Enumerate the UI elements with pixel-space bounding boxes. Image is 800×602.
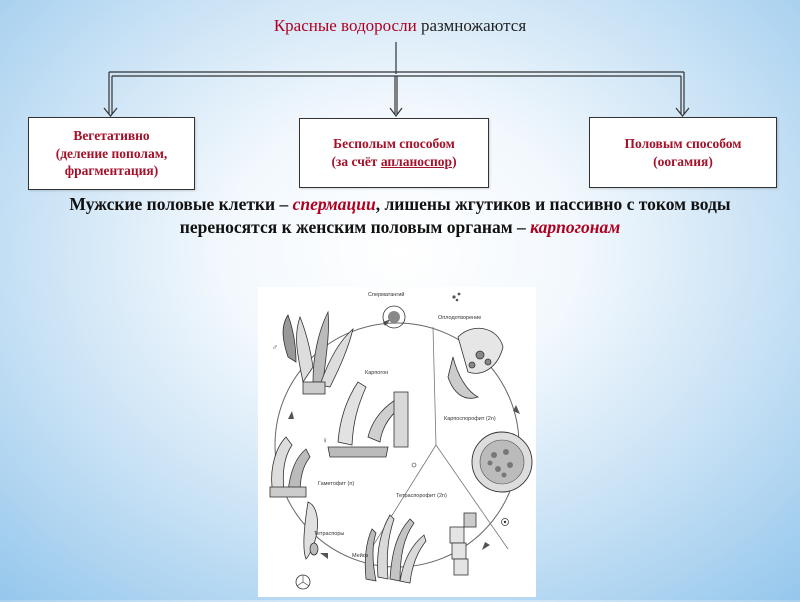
label-male-symbol: ♂ — [272, 343, 278, 352]
label-carpogon: Карпогон — [365, 370, 388, 376]
label-female-symbol: ♀ — [322, 436, 328, 445]
label-meiosis: Мейоз — [352, 552, 369, 559]
lead-text: Мужские половые клетки – спермации, лише… — [20, 193, 780, 239]
box-asexual: Бесполым способом (за счёт апланоспор) — [299, 118, 489, 188]
box-asexual-pre: (за счёт — [331, 154, 378, 169]
lead-part1: Мужские половые клетки – — [69, 194, 289, 214]
label-fertilization: Оплодотворение — [438, 315, 481, 321]
box-sexual-line2: (оогамия) — [653, 153, 713, 169]
box-vegetative-line2: (деление пополам, — [55, 145, 168, 161]
lead-term-spermatia: спермации — [292, 194, 376, 214]
box-sexual-line1: Половым способом — [624, 135, 742, 151]
box-asexual-line1: Бесполым способом — [333, 136, 455, 152]
label-gametophyte: Гаметофит (n) — [318, 481, 354, 487]
lead-term-carpogons: карпогонам — [530, 216, 621, 237]
label-spermatangium: Сперматангий — [368, 291, 405, 298]
lead-part2: , лишены жгутиков и пассивно с током вод… — [179, 194, 731, 237]
box-asexual-line2: (за счёт апланоспор) — [331, 153, 456, 171]
title-highlight: Красные водоросли — [273, 16, 417, 35]
life-cycle-drawing: Сперматангий Оплодотворение Карпогон Кар… — [269, 291, 533, 590]
box-vegetative-line3: фрагментация) — [64, 163, 159, 179]
box-sexual: Половым способом (оогамия) — [589, 117, 777, 188]
box-asexual-term: апланоспор — [380, 154, 453, 169]
label-carposporophyte: Карпоспорофит (2n) — [444, 416, 496, 422]
label-tetraspores: Тетраспоры — [314, 531, 344, 537]
title-rest: размножаются — [420, 16, 527, 35]
slide-title: Красные водоросли размножаются — [0, 16, 800, 36]
label-tetrasporophyte: Тетраспорофит (2n) — [396, 493, 447, 499]
box-asexual-post: ) — [452, 154, 457, 169]
box-vegetative: Вегетативно (деление пополам, фрагментац… — [28, 117, 195, 190]
life-cycle-figure: Сперматангий Оплодотворение Карпогон Кар… — [258, 287, 536, 597]
box-vegetative-line1: Вегетативно — [73, 128, 150, 144]
